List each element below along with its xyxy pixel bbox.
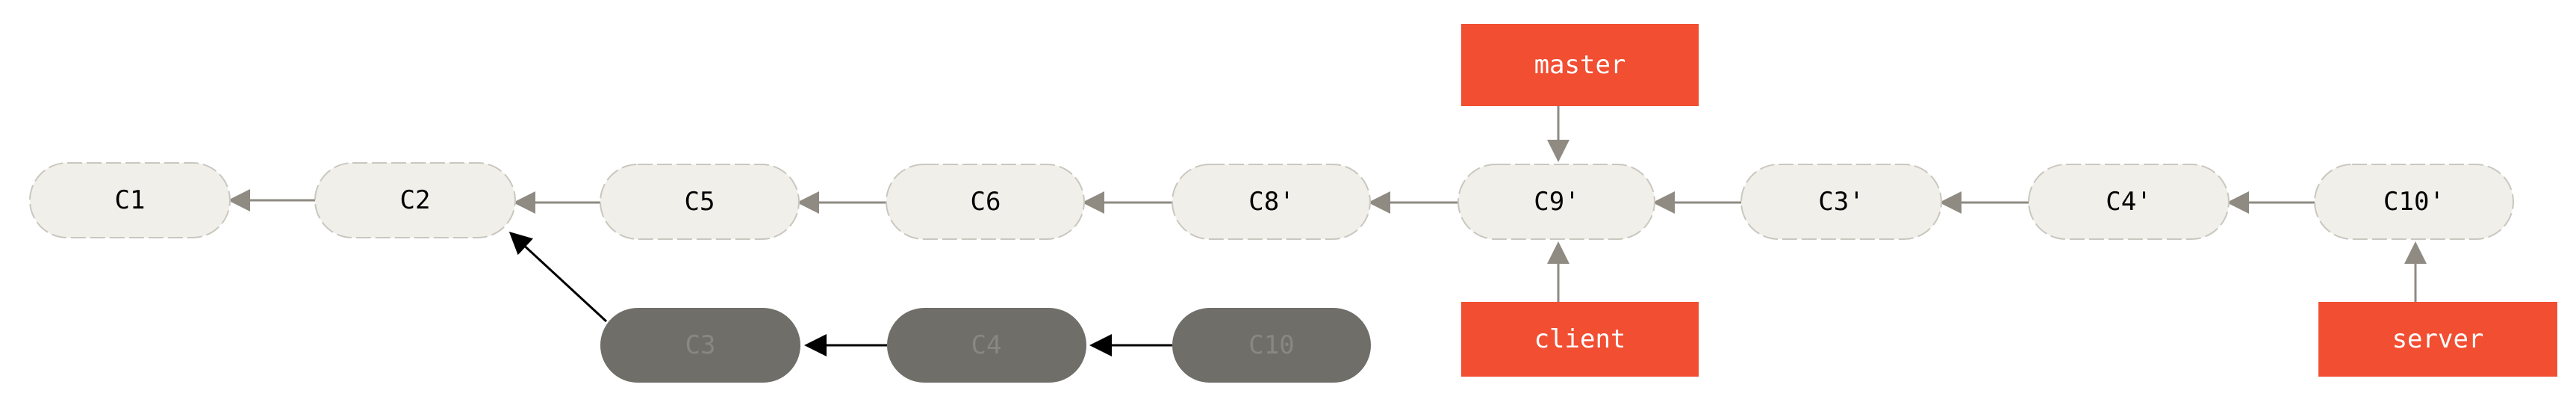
old-commit-c10: C10 [1172,308,1371,383]
commit-c2: C2 [314,162,516,238]
commit-c5: C5 [600,164,800,240]
old-commit-c4-label: C4 [971,330,1002,360]
main-commits: C1 C2 C5 C6 C8' C9' C3' C4' [29,162,2514,240]
ref-master-label: master [1534,50,1626,80]
arrow-c3-to-c2 [508,231,608,323]
ref-client: client [1461,302,1699,377]
commit-c2-label: C2 [400,185,431,215]
commit-c4-prime: C4' [2028,164,2230,240]
commit-c9-prime-label: C9' [1534,187,1579,217]
old-commit-c3: C3 [600,308,800,383]
old-commit-c10-label: C10 [1248,330,1294,360]
commit-c8-prime-label: C8' [1248,187,1294,217]
ref-server-label: server [2392,324,2484,354]
commit-c1-label: C1 [115,185,146,215]
commit-c5-label: C5 [685,187,715,217]
commit-c6-label: C6 [971,187,1001,217]
commit-c6: C6 [886,164,1085,240]
commit-c4-prime-label: C4' [2106,187,2151,217]
old-commits: C3 C4 C10 [600,308,1371,383]
commit-c10-prime-label: C10' [2383,187,2445,217]
ref-master: master [1461,24,1699,106]
ref-client-label: client [1534,324,1626,354]
branch-refs: master client server [1461,24,2557,377]
commit-c1: C1 [29,162,231,238]
commit-c3-prime-label: C3' [1818,187,1864,217]
old-commit-c3-label: C3 [685,330,716,360]
commit-c10-prime: C10' [2314,164,2514,240]
old-history-arrows [508,231,1172,356]
ref-server: server [2318,302,2557,377]
commit-c8-prime: C8' [1172,164,1371,240]
main-history-arrows [228,106,2427,302]
commit-c3-prime: C3' [1740,164,1942,240]
commit-c9-prime: C9' [1457,164,1655,240]
old-commit-c4: C4 [887,308,1086,383]
